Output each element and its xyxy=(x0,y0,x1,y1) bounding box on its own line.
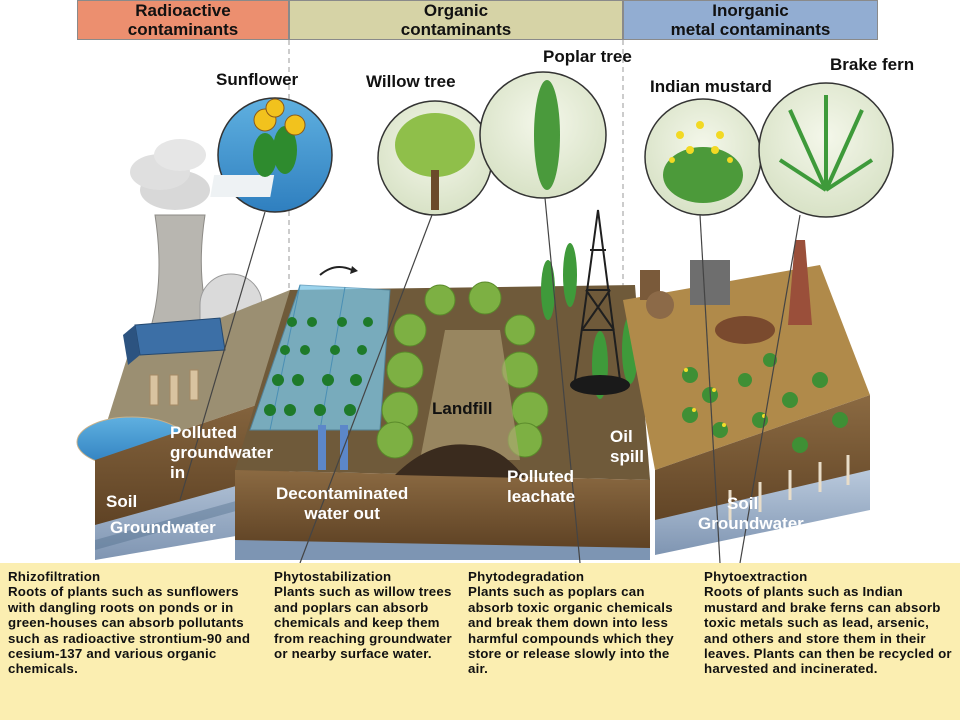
label-willow: Willow tree xyxy=(366,72,456,91)
panel-phytoextraction: Phytoextraction Roots of plants such as … xyxy=(696,563,960,720)
label-polluted-groundwater: Polluted groundwater in xyxy=(170,423,273,482)
label-polluted-leachate: Polluted leachate xyxy=(507,467,576,506)
label-groundwater-right: Groundwater xyxy=(698,514,804,533)
panel-body: Roots of plants such as sunflowers with … xyxy=(8,584,251,677)
panel-title: Phytoextraction xyxy=(704,569,808,584)
label-soil-right: Soil xyxy=(727,494,759,513)
panel-body: Roots of plants such as Indian mustard a… xyxy=(704,584,952,677)
willow-circle xyxy=(377,100,493,216)
panel-title: Rhizofiltration xyxy=(8,569,101,584)
panel-body: Plants such as poplars can absorb toxic … xyxy=(468,584,674,677)
sunflower-circle xyxy=(210,97,333,213)
label-fern: Brake fern xyxy=(830,55,915,74)
header-inorganic: Inorganic metal contaminants xyxy=(623,0,878,40)
label-landfill: Landfill xyxy=(432,399,493,418)
fern-circle xyxy=(758,82,894,218)
label-soil-left: Soil xyxy=(106,492,138,511)
label-decontaminated-water: Decontaminated water out xyxy=(276,484,409,523)
panel-title: Phytodegradation xyxy=(468,569,585,584)
landfill-mound xyxy=(395,444,525,478)
label-sunflower: Sunflower xyxy=(216,70,299,89)
oil-derrick xyxy=(574,209,621,381)
panel-body: Plants such as willow trees and poplars … xyxy=(274,584,452,662)
panel-rhizofiltration: Rhizofiltration Roots of plants such as … xyxy=(0,563,266,720)
poplar-circle xyxy=(479,71,607,199)
panel-phytostabilization: Phytostabilization Plants such as willow… xyxy=(266,563,460,720)
label-groundwater-left: Groundwater xyxy=(110,518,216,537)
panel-title: Phytostabilization xyxy=(274,569,392,584)
label-oil-spill: Oil spill xyxy=(610,427,645,466)
label-poplar: Poplar tree xyxy=(543,47,632,66)
panel-phytodegradation: Phytodegradation Plants such as poplars … xyxy=(460,563,696,720)
label-mustard: Indian mustard xyxy=(650,77,772,96)
industrial-plant xyxy=(640,240,812,344)
header-organic: Organic contaminants xyxy=(289,0,623,40)
smoke xyxy=(130,139,210,210)
header-radioactive: Radioactive contaminants xyxy=(77,0,289,40)
mustard-circle xyxy=(644,98,762,216)
